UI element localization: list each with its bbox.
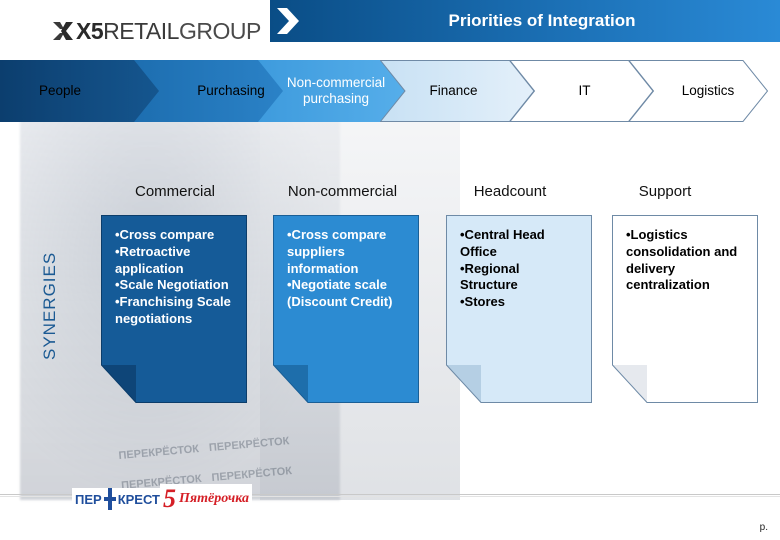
chevron-people: People: [0, 60, 160, 122]
title-bar: [270, 0, 780, 42]
chevron-label: Non-commercial purchasing: [286, 75, 386, 106]
page-number: p.: [759, 522, 768, 533]
chevron-arrow-icon: [277, 8, 299, 34]
chevron-label: IT: [578, 83, 591, 98]
x5-logo-mark-icon: [53, 22, 73, 40]
page-title: Priorities of Integration: [448, 11, 636, 30]
note-card-commercial: •Cross compare •Retroactive application …: [101, 215, 247, 403]
note-card-support: •Logistics consolidation and delivery ce…: [612, 215, 758, 403]
note-card-headcount: •Central Head Office •Regional Structure…: [446, 215, 592, 403]
logo-wordmark: X5RETAILGROUP: [76, 18, 261, 44]
chevron-label: Purchasing: [197, 83, 265, 98]
chevron-label: Logistics: [681, 83, 735, 98]
pyaterochka-logo: 5 Пятёрочка: [160, 484, 252, 514]
chevron-label: Finance: [429, 83, 478, 98]
x5-retail-group-logo: X5RETAILGROUP: [52, 18, 261, 44]
chevron-purchasing: Purchasing: [134, 60, 284, 122]
synergies-label: SYNERGIES: [40, 251, 59, 360]
footer-divider-secondary: [0, 496, 780, 497]
note-card-non-commercial: •Cross compare suppliers information •Ne…: [273, 215, 419, 403]
footer-divider: [0, 494, 780, 495]
column-heading-commercial: Commercial: [134, 183, 215, 200]
chevron-label: People: [38, 83, 82, 98]
column-heading-non-commercial: Non-commercial: [287, 183, 398, 200]
column-heading-headcount: Headcount: [473, 183, 547, 200]
perekrestok-cross-icon: [103, 488, 116, 510]
column-heading-support: Support: [638, 183, 692, 200]
